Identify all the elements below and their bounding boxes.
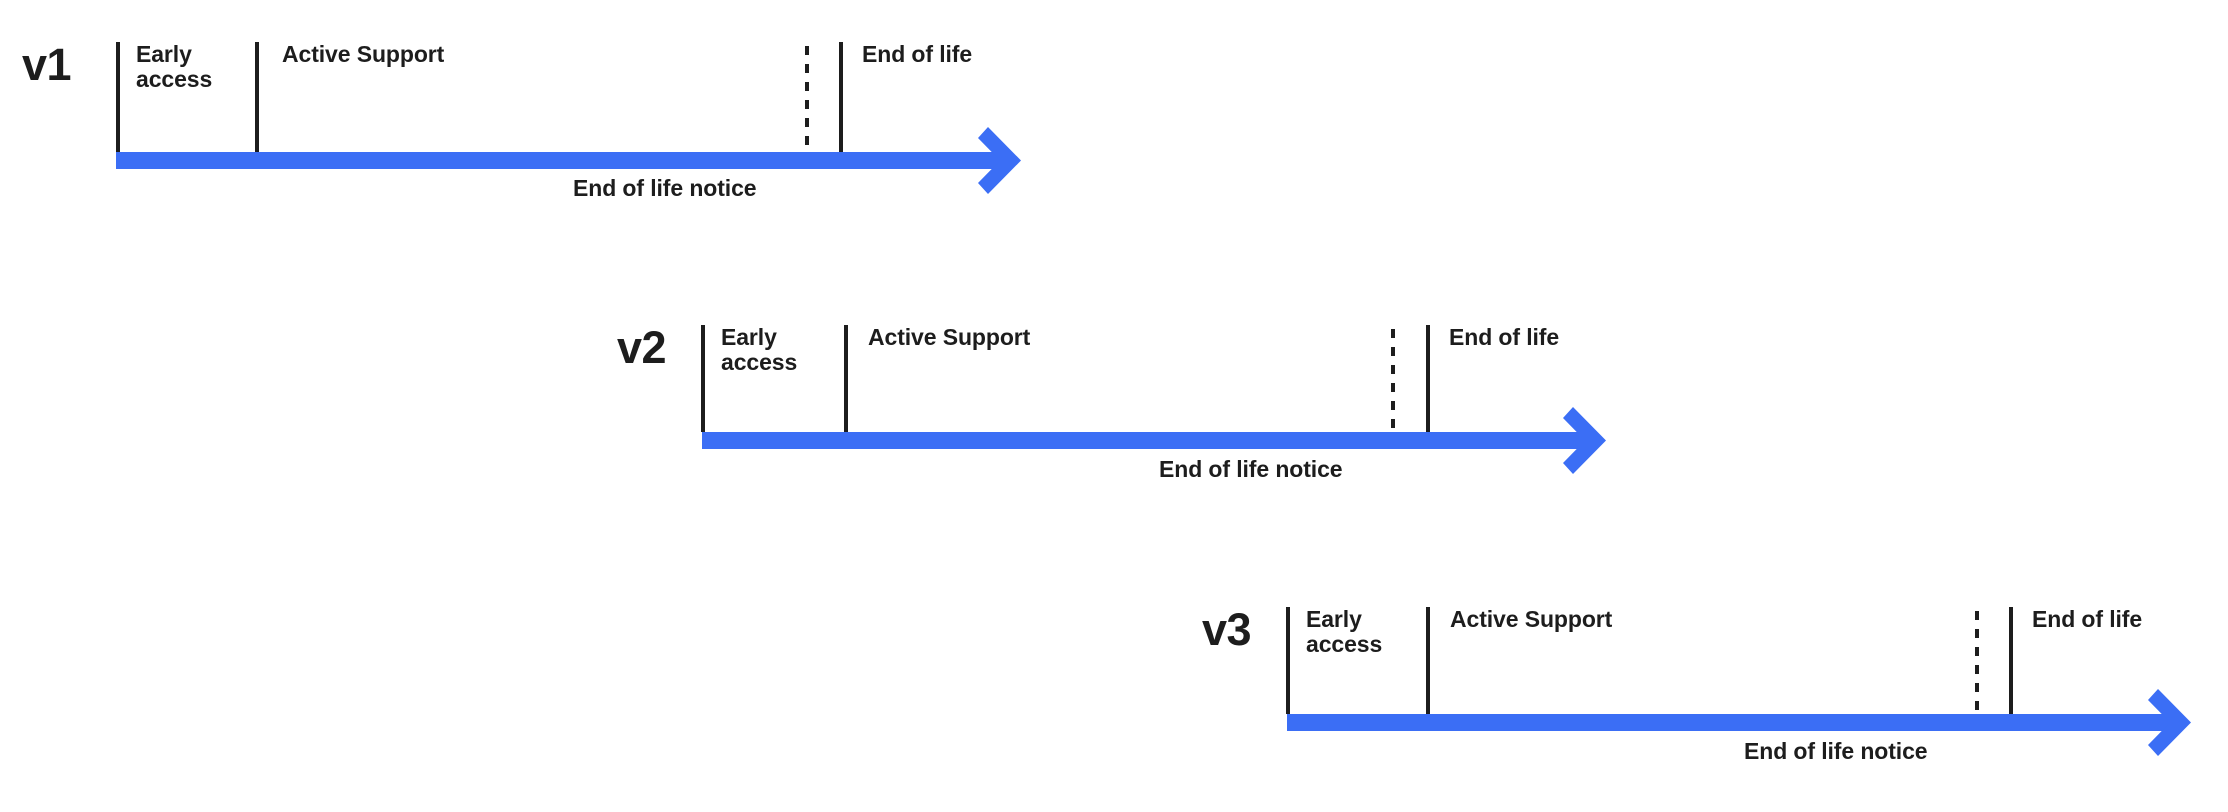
phase-label-v3-active-support: Active Support <box>1450 606 1613 632</box>
phase-divider-v3-active-support-start <box>1426 607 1430 714</box>
arrow-right-icon-v1 <box>978 127 1021 194</box>
version-label-v2: v2 <box>617 322 667 373</box>
end-of-life-notice-marker-v2 <box>1391 329 1395 432</box>
notice-label-v2: End of life notice <box>1159 456 1343 482</box>
phase-label-v3-early-access: Early access <box>1306 606 1383 657</box>
phase-label-v1-active-support: Active Support <box>282 41 445 67</box>
arrow-right-icon-v2 <box>1563 407 1606 474</box>
phase-label-v2-active-support: Active Support <box>868 324 1031 350</box>
phase-divider-v1-active-support-start <box>255 42 259 152</box>
timeline-bar-v3 <box>1287 714 2182 731</box>
end-of-life-notice-marker-v3 <box>1975 611 1979 714</box>
phase-divider-v3-early-access-start <box>1286 607 1290 714</box>
phase-label-v3-end-of-life: End of life <box>2032 606 2143 632</box>
phase-divider-v1-early-access-start <box>116 42 120 152</box>
phase-divider-v2-early-access-start <box>701 325 705 432</box>
notice-label-v1: End of life notice <box>573 175 757 201</box>
version-label-v3: v3 <box>1202 604 1252 655</box>
phase-divider-v2-end-of-life-start <box>1426 325 1430 432</box>
phase-label-v1-early-access: Early access <box>136 41 213 92</box>
phase-label-v2-early-access: Early access <box>721 324 798 375</box>
phase-label-v1-end-of-life: End of life <box>862 41 973 67</box>
phase-divider-v1-end-of-life-start <box>839 42 843 152</box>
phase-divider-v3-end-of-life-start <box>2009 607 2013 714</box>
notice-label-v3: End of life notice <box>1744 738 1928 764</box>
phase-label-v2-end-of-life: End of life <box>1449 324 1560 350</box>
version-label-v1: v1 <box>22 39 72 90</box>
phase-divider-v2-active-support-start <box>844 325 848 432</box>
arrow-right-icon-v3 <box>2148 689 2191 756</box>
timeline-bar-v2 <box>702 432 1597 449</box>
end-of-life-notice-marker-v1 <box>805 46 809 152</box>
timeline-bar-v1 <box>116 152 1012 169</box>
